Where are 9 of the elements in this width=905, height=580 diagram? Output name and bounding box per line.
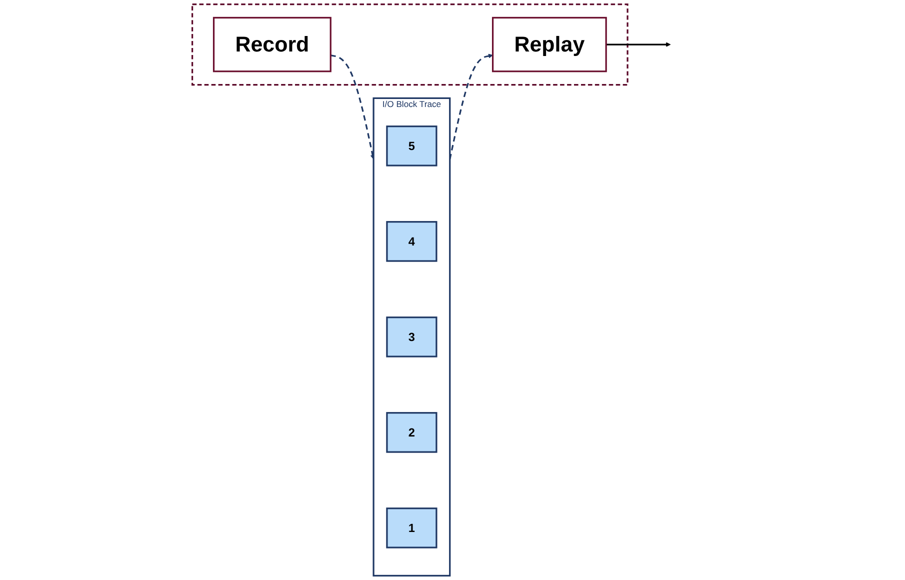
node-box: 2 bbox=[386, 412, 437, 453]
cluster bbox=[191, 3, 628, 86]
node-box: 3 bbox=[386, 316, 437, 358]
arrow bbox=[606, 42, 670, 47]
node-box: Record bbox=[212, 16, 332, 72]
node-box: 4 bbox=[386, 221, 437, 262]
node-box: 1 bbox=[386, 508, 437, 548]
node-box: Replay bbox=[492, 16, 607, 72]
node-box: 5 bbox=[386, 126, 437, 166]
